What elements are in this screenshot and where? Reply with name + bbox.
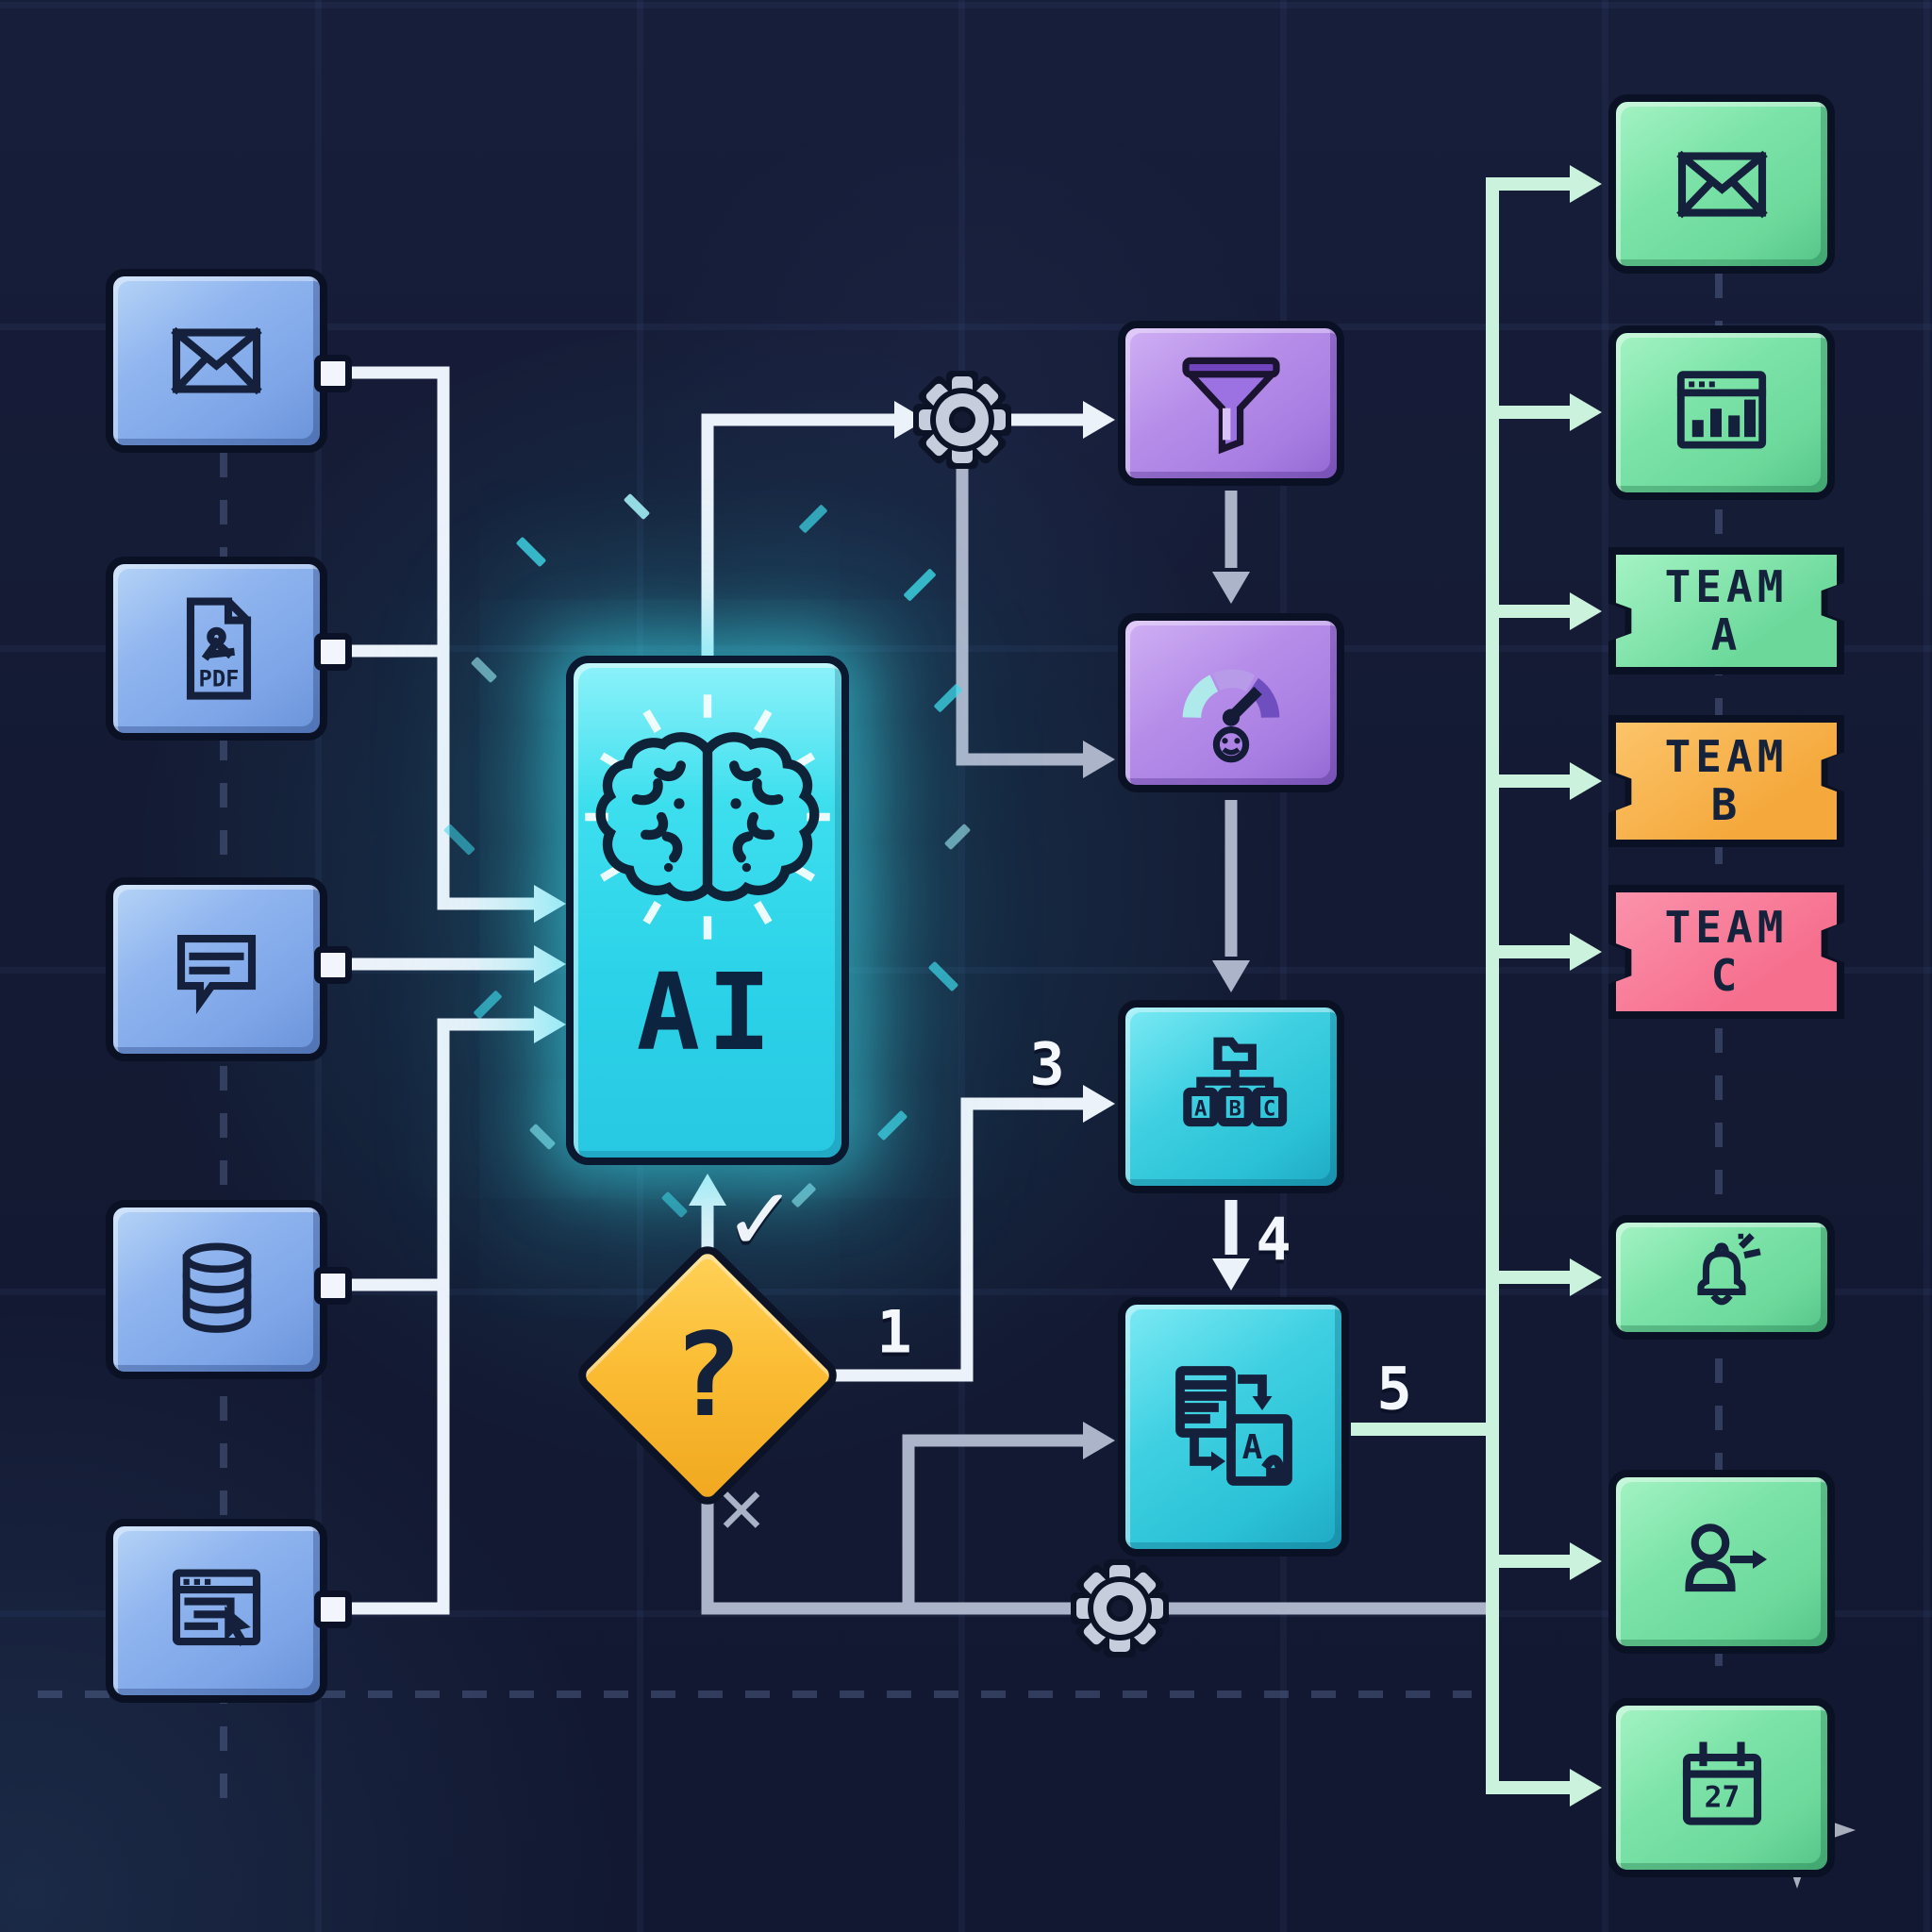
mail-icon (1675, 150, 1768, 218)
port-dot (314, 633, 352, 671)
output-assignment-node[interactable] (1608, 1470, 1835, 1654)
translate-node[interactable]: A (1118, 1297, 1349, 1557)
port-dot (314, 1591, 352, 1628)
translate-icon: A (1174, 1365, 1292, 1486)
funnel-icon (1182, 357, 1280, 454)
team-c-letter: C (1710, 950, 1742, 1001)
output-calendar-node[interactable]: 27 (1608, 1698, 1835, 1877)
edge-label-4: 4 (1256, 1205, 1291, 1274)
gear-icon (913, 371, 1011, 469)
reject-x-label: ✕ (715, 1474, 768, 1548)
bell-icon (1697, 1233, 1761, 1306)
mail-icon (171, 326, 262, 395)
database-icon (182, 1242, 251, 1333)
categorize-node[interactable]: A B C (1118, 1000, 1344, 1193)
guide-dashed-horizontal (38, 1690, 1472, 1698)
team-b-letter: B (1710, 779, 1742, 830)
category-a-label: A (1194, 1096, 1208, 1121)
input-webpage-node[interactable] (106, 1519, 327, 1703)
ai-label: AI (636, 952, 779, 1074)
pdf-label: PDF (199, 666, 240, 692)
team-a-letter: A (1710, 608, 1742, 660)
input-email-node[interactable] (106, 269, 327, 453)
team-b-ticket[interactable]: TEAM B (1608, 715, 1844, 847)
pdf-document-icon: PDF (186, 597, 252, 700)
output-notification-node[interactable] (1608, 1215, 1835, 1340)
category-b-label: B (1228, 1096, 1241, 1121)
brain-icon (585, 694, 830, 940)
calendar-icon: 27 (1682, 1740, 1761, 1825)
team-a-ticket[interactable]: TEAM A (1608, 547, 1844, 675)
assign-user-icon (1684, 1524, 1767, 1592)
ai-engine-node[interactable]: AI (566, 656, 849, 1165)
edge-label-1: 1 (876, 1297, 912, 1367)
output-analytics-node[interactable] (1608, 325, 1835, 500)
port-dot (314, 946, 352, 984)
input-pdf-node[interactable]: PDF (106, 557, 327, 741)
category-c-label: C (1263, 1096, 1275, 1121)
calendar-day-label: 27 (1704, 1780, 1740, 1814)
translate-letter-label: A (1241, 1428, 1262, 1467)
guide-dashed-vertical-left (220, 453, 227, 1821)
port-dot (314, 1267, 352, 1305)
filter-node[interactable] (1118, 321, 1344, 486)
edge-label-5: 5 (1376, 1354, 1412, 1424)
port-dot (314, 355, 352, 392)
input-database-node[interactable] (106, 1200, 327, 1379)
browser-cursor-icon (172, 1569, 261, 1646)
input-chat-node[interactable] (106, 877, 327, 1061)
approve-check-label: ✓ (724, 1169, 797, 1271)
team-b-name: TEAM (1664, 731, 1789, 783)
team-a-name: TEAM (1664, 560, 1789, 612)
categorize-icon: A B C (1183, 1037, 1288, 1126)
team-c-ticket[interactable]: TEAM C (1608, 885, 1844, 1019)
output-email-node[interactable] (1608, 94, 1835, 274)
question-mark-label: ? (673, 1307, 742, 1442)
chat-bubble-icon (176, 934, 257, 1015)
sentiment-gauge-icon (1182, 669, 1280, 763)
gear-icon (1071, 1559, 1169, 1657)
edge-label-3: 3 (1029, 1029, 1065, 1099)
sentiment-gauge-node[interactable] (1118, 613, 1344, 792)
analytics-dashboard-icon (1676, 370, 1767, 448)
team-c-name: TEAM (1664, 902, 1789, 954)
